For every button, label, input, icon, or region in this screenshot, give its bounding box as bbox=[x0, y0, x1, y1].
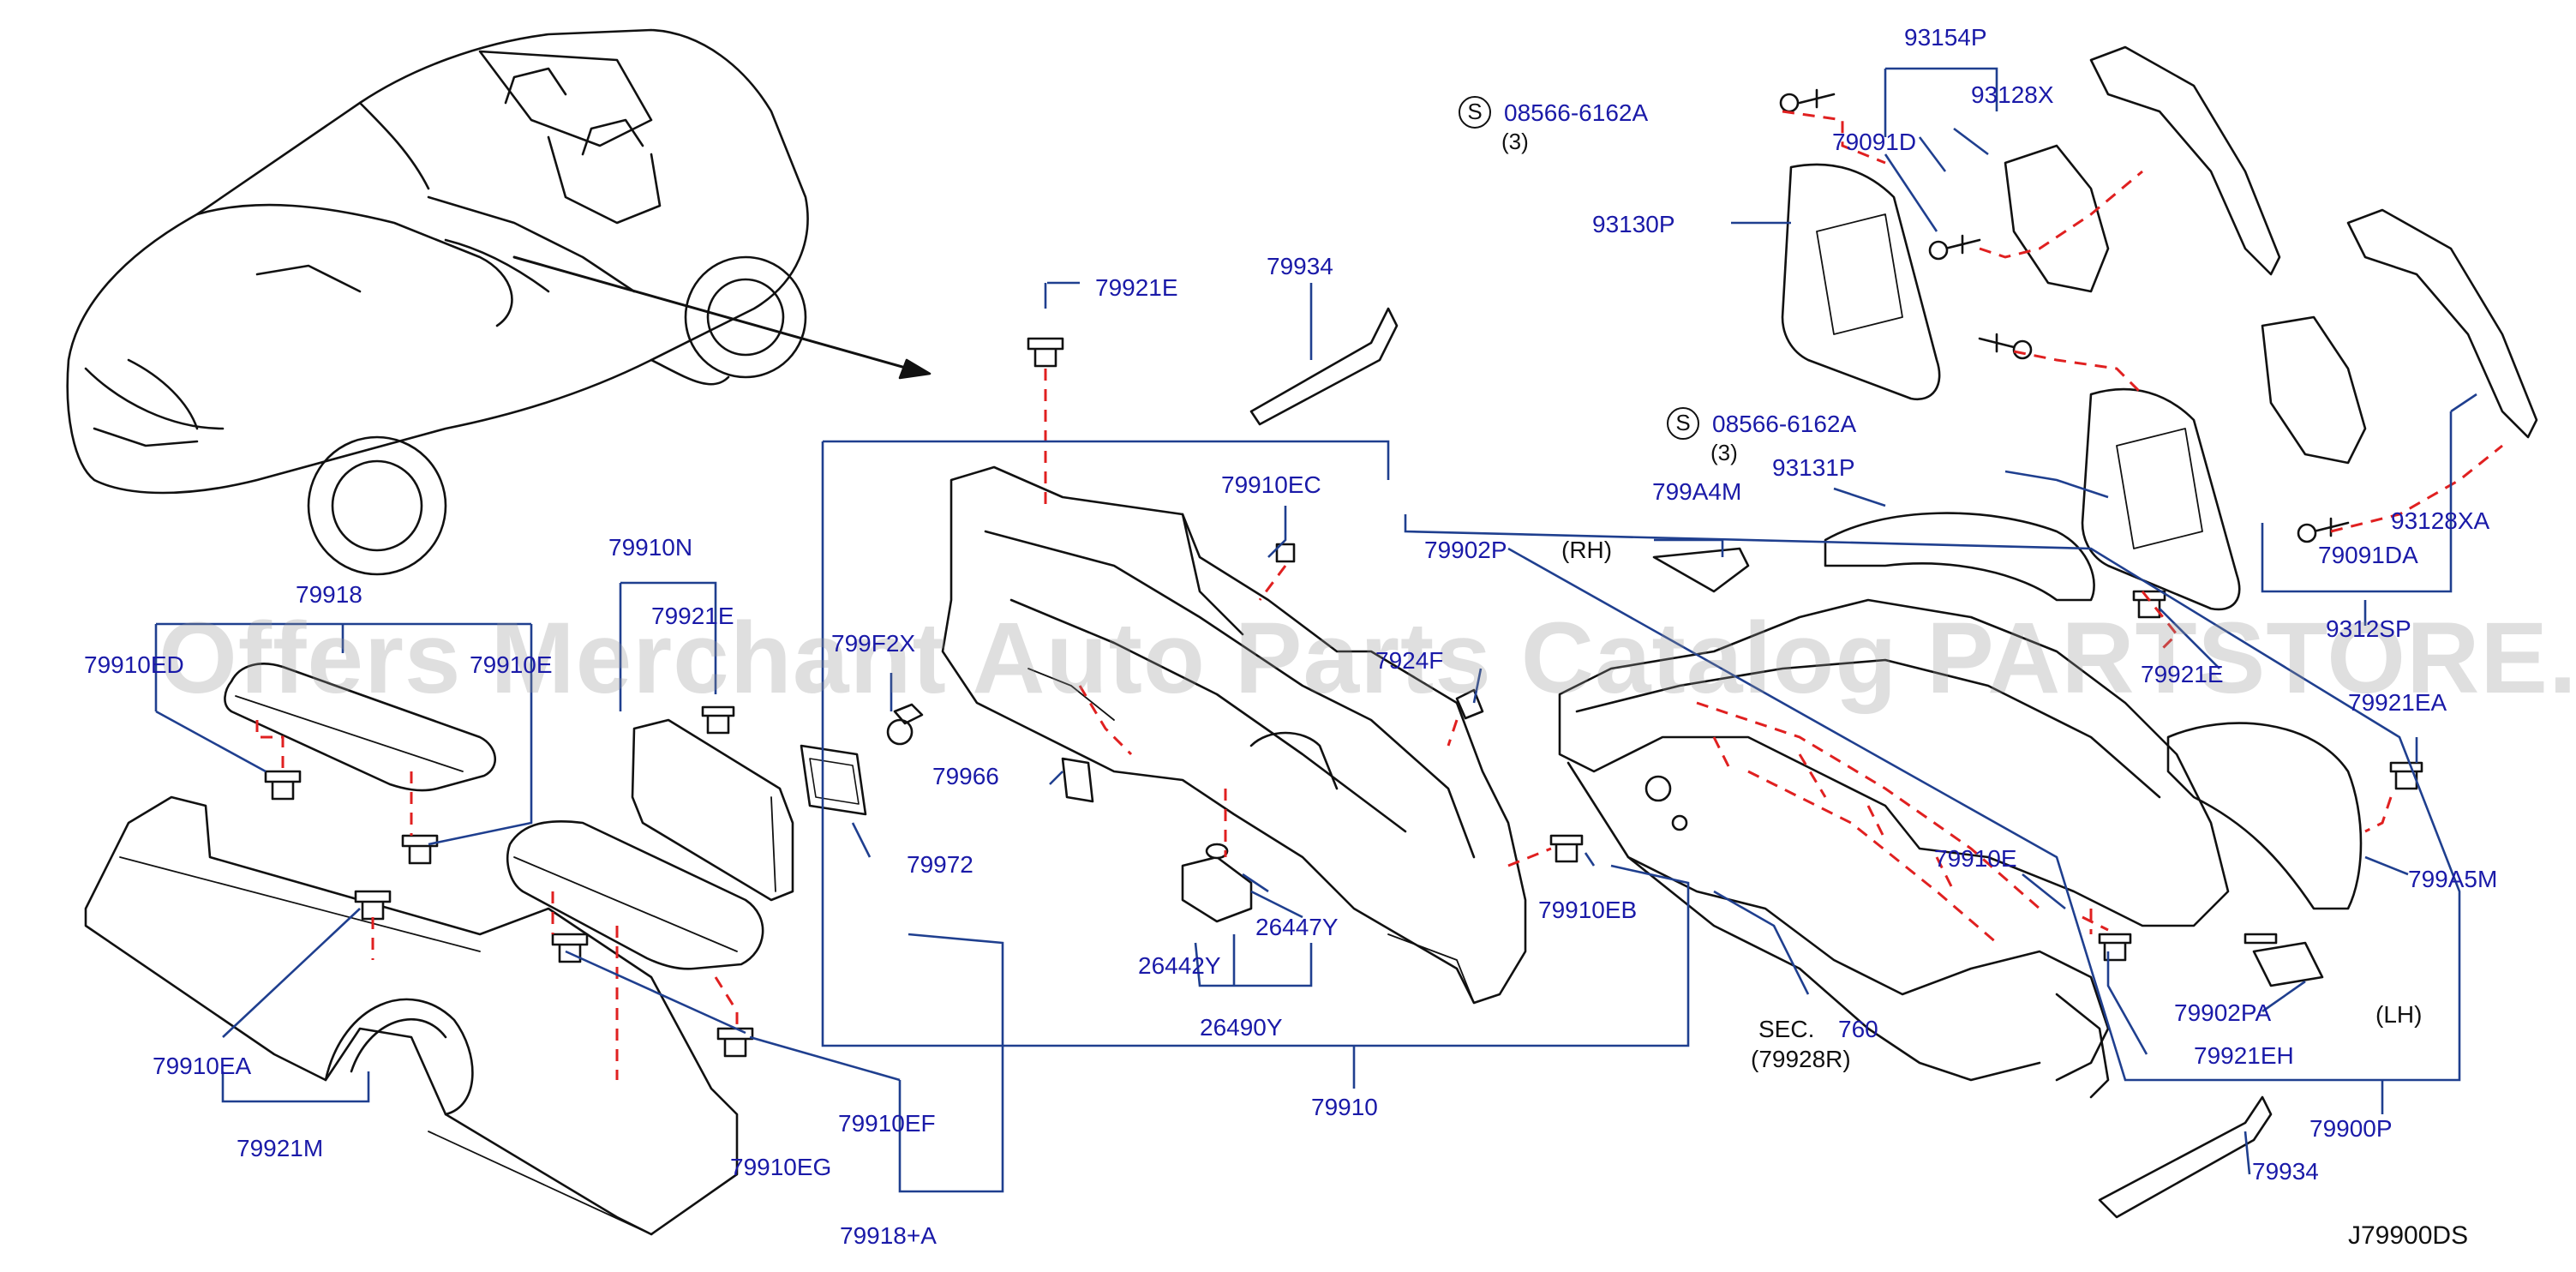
screw-symbol-b: S bbox=[1667, 407, 1699, 440]
part-label-79900P[interactable]: 79900P bbox=[2309, 1115, 2393, 1142]
part-label-79910E-left[interactable]: 79910E bbox=[470, 651, 553, 678]
part-label-79910ED[interactable]: 79910ED bbox=[84, 651, 184, 678]
part-label-79910EG[interactable]: 79910EG bbox=[730, 1154, 832, 1180]
part-label-08566-6162A-a[interactable]: 08566-6162A bbox=[1504, 99, 1649, 126]
quantity-note-a: (3) bbox=[1501, 129, 1529, 154]
part-label-93128X[interactable]: 93128X bbox=[1971, 81, 2054, 108]
part-label-7924F[interactable]: 7924F bbox=[1375, 647, 1444, 674]
part-label-799A4M[interactable]: 799A4M bbox=[1652, 478, 1742, 505]
part-label-93154P[interactable]: 93154P bbox=[1904, 24, 1987, 51]
part-label-79921E-top[interactable]: 79921E bbox=[1095, 274, 1178, 301]
part-label-79966[interactable]: 79966 bbox=[932, 763, 999, 789]
part-label-08566-6162A-b[interactable]: 08566-6162A bbox=[1712, 411, 1857, 437]
part-label-79091D[interactable]: 79091D bbox=[1832, 129, 1917, 155]
part-label-26447Y[interactable]: 26447Y bbox=[1255, 914, 1339, 940]
part-label-26490Y[interactable]: 26490Y bbox=[1200, 1014, 1283, 1041]
part-label-93130P[interactable]: 93130P bbox=[1592, 211, 1675, 237]
part-label-79921EA[interactable]: 79921EA bbox=[2348, 689, 2447, 716]
right-structural-members bbox=[1249, 45, 2538, 1219]
part-label-79910EF[interactable]: 79910EF bbox=[838, 1110, 936, 1137]
dashed-fitting-lines bbox=[255, 110, 2503, 1080]
part-label-79934-top[interactable]: 79934 bbox=[1267, 253, 1333, 279]
part-label-79902PA[interactable]: 79902PA bbox=[2174, 999, 2272, 1026]
part-label-79972[interactable]: 79972 bbox=[907, 851, 973, 878]
left-trim-panels bbox=[84, 663, 794, 1236]
callout-leader-lines bbox=[154, 67, 2477, 1193]
part-label-26442Y[interactable]: 26442Y bbox=[1138, 952, 1221, 979]
section-label: SEC. bbox=[1758, 1016, 1815, 1042]
part-label-9312SP[interactable]: 9312SP bbox=[2326, 615, 2411, 642]
part-label-79921M[interactable]: 79921M bbox=[237, 1135, 324, 1161]
section-reference: (79928R) bbox=[1751, 1046, 1851, 1072]
part-label-79910[interactable]: 79910 bbox=[1311, 1094, 1378, 1120]
part-label-79091DA[interactable]: 79091DA bbox=[2318, 542, 2418, 568]
part-label-799A5M[interactable]: 799A5M bbox=[2408, 866, 2498, 892]
part-label-799F2X[interactable]: 799F2X bbox=[831, 630, 916, 657]
quantity-note-b: (3) bbox=[1710, 440, 1738, 465]
left-clips bbox=[264, 337, 1064, 1058]
watermark-text: Offers Merchant Auto Parts Catalog PARTS… bbox=[159, 602, 2576, 715]
side-note-lh: (LH) bbox=[2375, 1001, 2423, 1028]
part-label-79918[interactable]: 79918 bbox=[296, 581, 362, 608]
center-dash-assembly bbox=[941, 465, 1527, 1005]
part-label-79910EA[interactable]: 79910EA bbox=[153, 1053, 252, 1079]
part-label-79934-bottom[interactable]: 79934 bbox=[2252, 1158, 2319, 1185]
part-label-79921E-mid[interactable]: 79921E bbox=[651, 603, 734, 629]
part-label-79910EC[interactable]: 79910EC bbox=[1221, 471, 1321, 498]
part-label-79921E-right[interactable]: 79921E bbox=[2141, 661, 2224, 687]
part-label-79910EB[interactable]: 79910EB bbox=[1538, 897, 1638, 923]
part-label-79910N[interactable]: 79910N bbox=[608, 534, 693, 561]
diagram-code: J79900DS bbox=[2348, 1221, 2469, 1250]
part-label-79910E-right[interactable]: 79910E bbox=[1934, 845, 2017, 872]
vehicle-illustration bbox=[66, 28, 809, 576]
part-label-79918A[interactable]: 79918+A bbox=[840, 1222, 937, 1249]
part-label-79921EH[interactable]: 79921EH bbox=[2194, 1042, 2294, 1069]
part-label-93128XA[interactable]: 93128XA bbox=[2391, 507, 2490, 534]
side-note-rh: (RH) bbox=[1561, 537, 1613, 563]
screw-symbol-a: S bbox=[1459, 96, 1491, 129]
part-label-79902P[interactable]: 79902P bbox=[1424, 537, 1507, 563]
part-label-93131P[interactable]: 93131P bbox=[1772, 454, 1855, 481]
section-number-760[interactable]: 760 bbox=[1838, 1016, 1878, 1042]
